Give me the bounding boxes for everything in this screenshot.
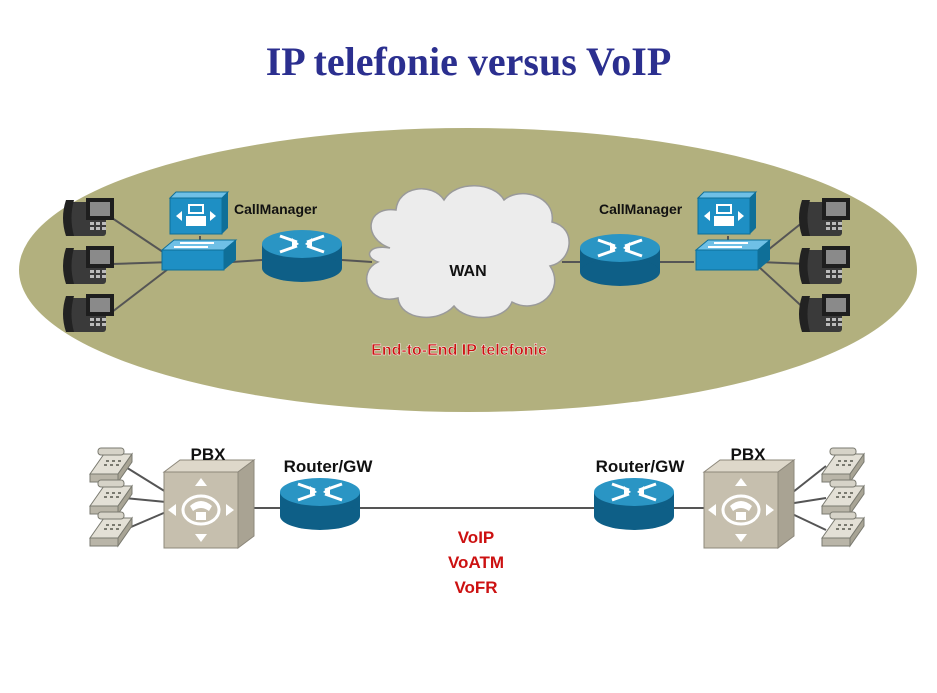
switch-icon	[161, 239, 237, 271]
callmanager-server-icon	[697, 191, 757, 235]
analog-phone-icon	[89, 447, 133, 483]
protocol-voip: VoIP	[458, 528, 495, 547]
analog-phone-icon	[821, 511, 865, 547]
router-icon	[592, 476, 676, 532]
analog-phone-icon	[821, 479, 865, 515]
callmanager-label-right: CallManager	[599, 201, 683, 217]
pbx-icon	[702, 458, 796, 550]
router-icon	[578, 232, 662, 288]
switch-icon	[695, 239, 771, 271]
analog-phone-icon	[821, 447, 865, 483]
pbx-label-left: PBX	[191, 445, 227, 464]
router-label-right: Router/GW	[596, 457, 686, 476]
protocol-vofr: VoFR	[454, 578, 497, 597]
callmanager-server-icon	[169, 191, 229, 235]
ip-caption: End-to-End IP telefonie	[371, 342, 547, 359]
protocol-voatm: VoATM	[448, 553, 504, 572]
router-icon	[278, 476, 362, 532]
pbx-icon	[162, 458, 256, 550]
page-title: IP telefonie versus VoIP	[265, 39, 672, 84]
callmanager-label-left: CallManager	[234, 201, 318, 217]
wan-cloud-icon	[366, 185, 570, 319]
analog-phone-icon	[89, 479, 133, 515]
router-icon	[260, 228, 344, 284]
pbx-label-right: PBX	[731, 445, 767, 464]
wan-label: WAN	[449, 263, 486, 280]
analog-phone-icon	[89, 511, 133, 547]
router-label-left: Router/GW	[284, 457, 374, 476]
